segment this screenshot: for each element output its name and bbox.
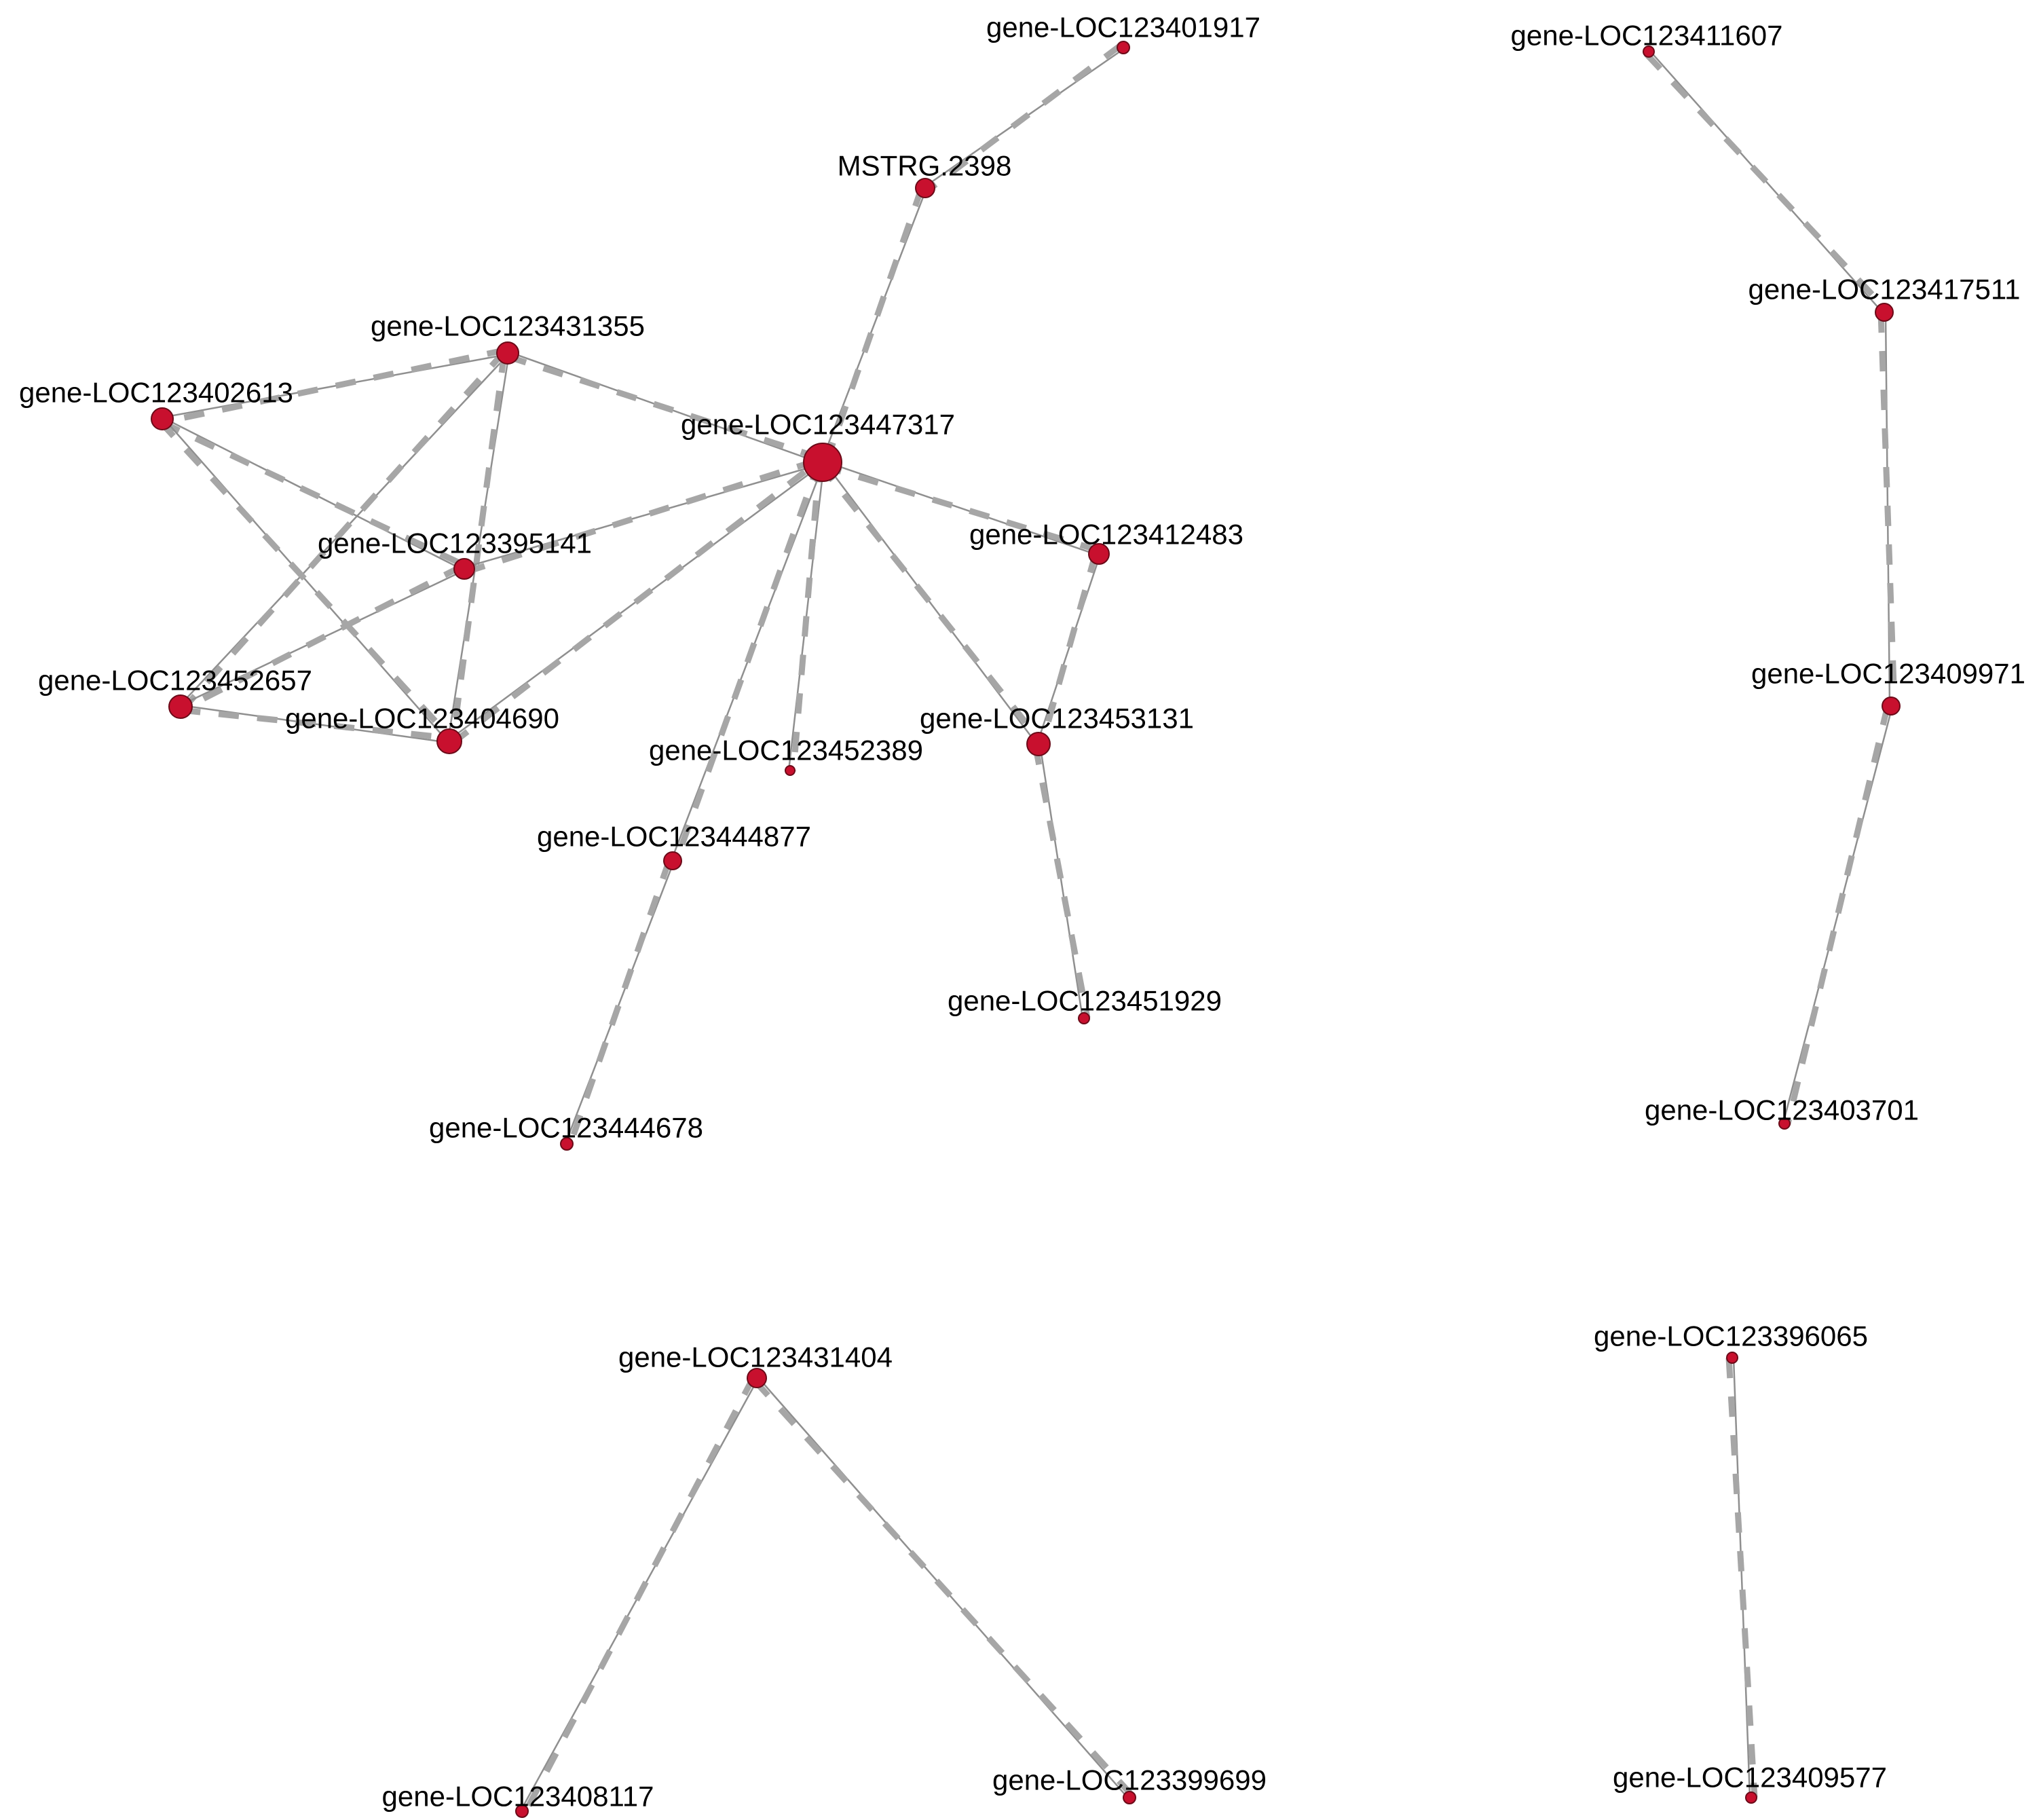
network-node-gene-LOC123396065 bbox=[1726, 1352, 1738, 1364]
edge-dash-gene-LOC123452657--gene-LOC123404690 bbox=[179, 707, 451, 741]
network-node-gene-LOC123431404 bbox=[747, 1368, 767, 1388]
node-label-gene-LOC123396065: gene-LOC123396065 bbox=[1594, 1320, 1868, 1352]
node-label-gene-LOC123431355: gene-LOC123431355 bbox=[371, 310, 645, 342]
node-label-gene-LOC123403701: gene-LOC123403701 bbox=[1645, 1094, 1919, 1126]
network-node-gene-LOC123403701 bbox=[1778, 1117, 1791, 1130]
node-label-gene-LOC123412483: gene-LOC123412483 bbox=[969, 519, 1243, 551]
node-label-gene-LOC123402613: gene-LOC123402613 bbox=[19, 377, 293, 409]
network-node-gene-LOC123444877 bbox=[663, 851, 682, 870]
edge-dash-gene-LOC123447317--gene-LOC123444877 bbox=[673, 460, 823, 863]
edge-line-gene-LOC123447317--gene-LOC123412483 bbox=[823, 460, 1099, 557]
node-label-gene-LOC123401917: gene-LOC123401917 bbox=[986, 12, 1260, 43]
node-label-gene-LOC123399699: gene-LOC123399699 bbox=[992, 1764, 1267, 1796]
edge-dash-gene-LOC123444877--gene-LOC123444678 bbox=[567, 858, 673, 1147]
node-label-gene-LOC123444678: gene-LOC123444678 bbox=[429, 1112, 703, 1144]
network-node-gene-LOC123411607 bbox=[1643, 45, 1655, 58]
nodes-layer bbox=[151, 41, 1901, 1818]
node-label-gene-LOC123417511: gene-LOC123417511 bbox=[1748, 274, 2021, 305]
network-node-gene-LOC123417511 bbox=[1875, 303, 1894, 322]
network-node-MSTRG.2398 bbox=[915, 178, 935, 198]
network-node-gene-LOC123402613 bbox=[151, 407, 174, 430]
node-label-gene-LOC123411607: gene-LOC123411607 bbox=[1511, 20, 1783, 52]
node-label-gene-LOC123444877: gene-LOC123444877 bbox=[537, 821, 811, 853]
edge-dash-gene-LOC123431404--gene-LOC123408117 bbox=[522, 1375, 757, 1815]
edge-dash-gene-LOC123431355--gene-LOC123402613 bbox=[162, 346, 508, 426]
node-label-gene-LOC123409971: gene-LOC123409971 bbox=[1751, 658, 2025, 690]
node-label-gene-LOC123408117: gene-LOC123408117 bbox=[382, 1781, 654, 1813]
edge-line-gene-LOC123411607--gene-LOC123417511 bbox=[1649, 50, 1884, 314]
node-label-gene-LOC123452389: gene-LOC123452389 bbox=[649, 735, 923, 766]
network-node-gene-LOC123401917 bbox=[1117, 41, 1130, 54]
edge-dash-gene-LOC123409971--gene-LOC123403701 bbox=[1784, 704, 1891, 1126]
network-node-gene-LOC123431355 bbox=[496, 341, 519, 365]
network-node-gene-LOC123453131 bbox=[1026, 732, 1051, 756]
edge-dash-gene-LOC123402613--gene-LOC123404690 bbox=[157, 419, 455, 741]
edge-line-gene-LOC123409971--gene-LOC123403701 bbox=[1782, 706, 1894, 1123]
edge-dash-gene-LOC123431355--gene-LOC123452657 bbox=[181, 348, 508, 711]
edge-dash-gene-LOC123447317--gene-LOC123452389 bbox=[790, 462, 823, 771]
edge-dash-gene-LOC123431355--gene-LOC123447317 bbox=[505, 353, 825, 462]
edge-line-gene-LOC123395141--gene-LOC123447317 bbox=[464, 462, 823, 569]
node-label-gene-LOC123404690: gene-LOC123404690 bbox=[285, 703, 559, 735]
edge-line-gene-LOC123444877--gene-LOC123444678 bbox=[564, 861, 675, 1144]
network-node-gene-LOC123447317 bbox=[803, 443, 842, 482]
node-label-gene-LOC123452657: gene-LOC123452657 bbox=[38, 665, 312, 697]
network-node-gene-LOC123399699 bbox=[1123, 1791, 1136, 1804]
edge-dash-gene-LOC123411607--gene-LOC123417511 bbox=[1644, 52, 1889, 312]
network-node-gene-LOC123408117 bbox=[515, 1804, 529, 1818]
edge-line-gene-LOC123412483--gene-LOC123453131 bbox=[1036, 554, 1102, 744]
edge-line-gene-LOC123453131--gene-LOC123451929 bbox=[1039, 743, 1084, 1019]
node-label-gene-LOC123451929: gene-LOC123451929 bbox=[948, 985, 1222, 1017]
node-label-gene-LOC123447317: gene-LOC123447317 bbox=[681, 409, 955, 441]
edge-line-gene-LOC123431355--gene-LOC123402613 bbox=[162, 353, 508, 419]
network-node-gene-LOC123409971 bbox=[1882, 697, 1901, 716]
node-label-gene-LOC123453131: gene-LOC123453131 bbox=[920, 703, 1194, 735]
network-node-gene-LOC123452389 bbox=[785, 765, 796, 776]
node-label-MSTRG.2398: MSTRG.2398 bbox=[838, 150, 1012, 182]
edge-line-gene-LOC123402613--gene-LOC123404690 bbox=[162, 417, 449, 743]
edge-line-gene-LOC123396065--gene-LOC123409577 bbox=[1732, 1357, 1751, 1798]
edge-dash-MSTRG.2398--gene-LOC123447317 bbox=[823, 185, 925, 465]
network-node-gene-LOC123451929 bbox=[1078, 1012, 1090, 1024]
edge-dash-gene-LOC123431404--gene-LOC123399699 bbox=[751, 1378, 1135, 1798]
edge-dash-gene-LOC123401917--MSTRG.2398 bbox=[925, 42, 1123, 193]
edge-dash-gene-LOC123412483--gene-LOC123453131 bbox=[1039, 552, 1099, 746]
edge-line-MSTRG.2398--gene-LOC123447317 bbox=[820, 188, 928, 462]
edge-dash-gene-LOC123402613--gene-LOC123395141 bbox=[159, 419, 468, 569]
edge-dash-gene-LOC123417511--gene-LOC123409971 bbox=[1877, 312, 1898, 707]
network-node-gene-LOC123409577 bbox=[1745, 1791, 1757, 1804]
node-label-gene-LOC123395141: gene-LOC123395141 bbox=[318, 527, 592, 559]
network-node-gene-LOC123444678 bbox=[560, 1137, 574, 1151]
network-node-gene-LOC123404690 bbox=[436, 728, 462, 754]
edge-dash-gene-LOC123395141--gene-LOC123447317 bbox=[464, 456, 823, 576]
edge-dash-gene-LOC123453131--gene-LOC123451929 bbox=[1032, 743, 1091, 1019]
network-node-gene-LOC123452657 bbox=[168, 694, 193, 719]
edge-line-gene-LOC123447317--gene-LOC123453131 bbox=[823, 461, 1039, 745]
edge-dash-gene-LOC123431355--gene-LOC123404690 bbox=[449, 352, 508, 743]
edge-dash-gene-LOC123447317--gene-LOC123412483 bbox=[821, 462, 1101, 554]
edge-dash-gene-LOC123395141--gene-LOC123452657 bbox=[181, 563, 464, 713]
network-node-gene-LOC123395141 bbox=[453, 558, 475, 580]
node-label-gene-LOC123431404: gene-LOC123431404 bbox=[618, 1341, 893, 1373]
edges-layer bbox=[157, 42, 1898, 1815]
node-label-gene-LOC123409577: gene-LOC123409577 bbox=[1613, 1762, 1887, 1794]
edge-dash-gene-LOC123396065--gene-LOC123409577 bbox=[1725, 1357, 1758, 1798]
network-node-gene-LOC123412483 bbox=[1088, 543, 1110, 565]
edge-dash-gene-LOC123404690--gene-LOC123447317 bbox=[449, 457, 823, 747]
